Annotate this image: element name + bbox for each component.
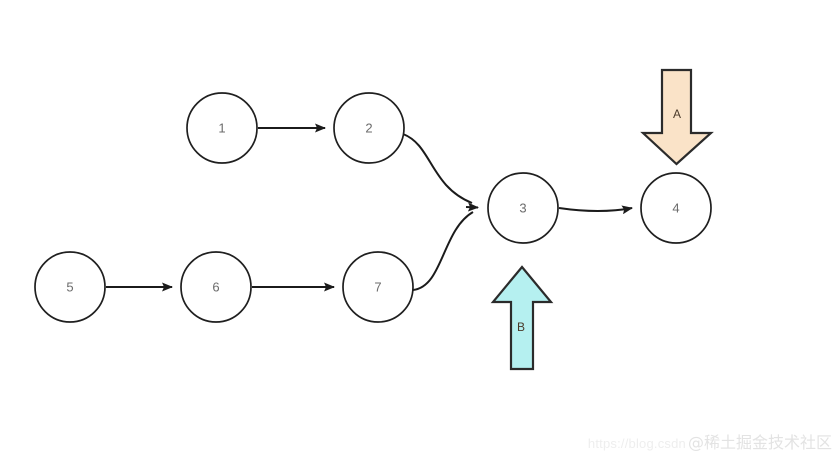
node-3-label: 3 — [519, 201, 526, 216]
node-5-label: 5 — [66, 280, 73, 295]
node-3-circle[interactable] — [487, 172, 559, 244]
node-7-label: 7 — [374, 280, 381, 295]
edge-group-curved — [402, 133, 479, 291]
watermark: https://blog.csdn @稀土掘金技术社区 — [588, 429, 832, 453]
node-2-circle[interactable] — [333, 92, 405, 164]
node-6-circle[interactable] — [180, 251, 252, 323]
node-4[interactable]: 4 — [640, 172, 712, 244]
watermark-url: https://blog.csdn — [587, 436, 686, 451]
node-1-circle[interactable] — [186, 92, 258, 164]
node-1-label: 1 — [218, 121, 225, 136]
up-arrow-icon[interactable] — [490, 265, 554, 371]
node-4-circle[interactable] — [640, 172, 712, 244]
node-7-circle[interactable] — [342, 251, 414, 323]
node-1[interactable]: 1 — [186, 92, 258, 164]
node-6-label: 6 — [212, 280, 219, 295]
annotation-arrow-b[interactable]: B — [490, 265, 554, 371]
edge-merge-arrowhead — [465, 202, 479, 212]
node-2[interactable]: 2 — [333, 92, 405, 164]
node-3[interactable]: 3 — [487, 172, 559, 244]
node-6[interactable]: 6 — [180, 251, 252, 323]
node-5-circle[interactable] — [34, 251, 106, 323]
node-5[interactable]: 5 — [34, 251, 106, 323]
watermark-brand: @稀土掘金技术社区 — [687, 433, 832, 452]
node-2-label: 2 — [365, 121, 372, 136]
edge-group-straight — [106, 123, 633, 292]
edge-7-to-3 — [412, 211, 474, 291]
annotation-arrow-a-label: A — [673, 107, 681, 121]
annotation-arrow-a[interactable]: A — [640, 68, 714, 166]
down-arrow-icon[interactable] — [640, 68, 714, 166]
node-4-label: 4 — [672, 201, 679, 216]
edge-2-to-3 — [402, 133, 473, 204]
node-7[interactable]: 7 — [342, 251, 414, 323]
edge-3-to-4 — [558, 205, 633, 215]
annotation-arrow-b-label: B — [517, 320, 525, 334]
